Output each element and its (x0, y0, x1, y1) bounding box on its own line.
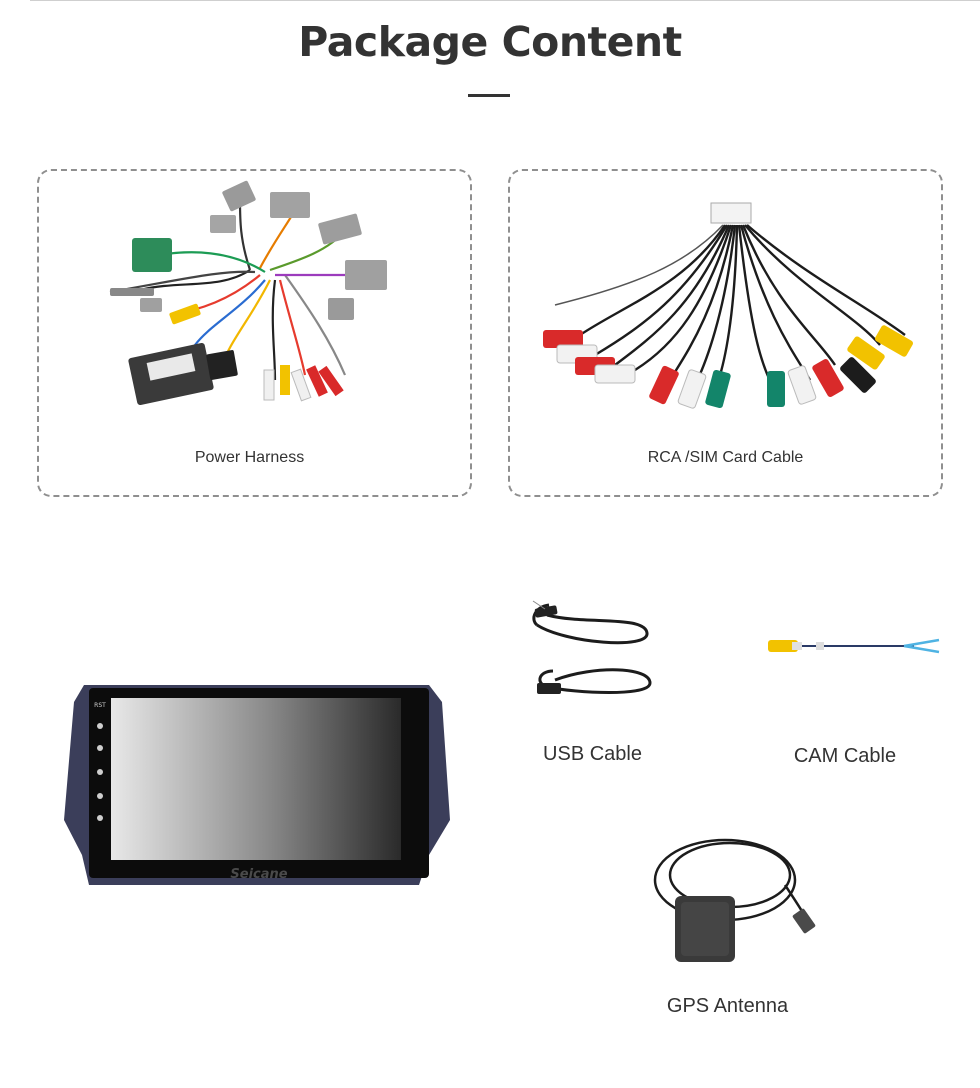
power-harness-image (109, 180, 387, 406)
head-unit-image: RST Seicane (64, 685, 450, 885)
power-harness-label: Power Harness (194, 449, 305, 466)
rca-cable-card (508, 169, 943, 497)
head-unit-brand: Seicane (230, 867, 287, 882)
usb-cable-label: USB Cable (543, 743, 642, 765)
rca-cable-label: RCA /SIM Card Cable (647, 449, 804, 466)
top-divider (30, 0, 980, 1)
gps-antenna-image (653, 838, 816, 962)
power-harness-card (37, 169, 472, 497)
title-underline (468, 94, 510, 97)
head-unit-side-label: RST (94, 702, 106, 709)
gps-antenna-label: GPS Antenna (666, 995, 789, 1017)
rca-cable-image (543, 202, 913, 409)
cam-cable-label: CAM Cable (793, 745, 897, 767)
page-title: Package Content (298, 18, 682, 66)
usb-cable-image (532, 600, 652, 694)
cam-cable-image (768, 638, 940, 654)
